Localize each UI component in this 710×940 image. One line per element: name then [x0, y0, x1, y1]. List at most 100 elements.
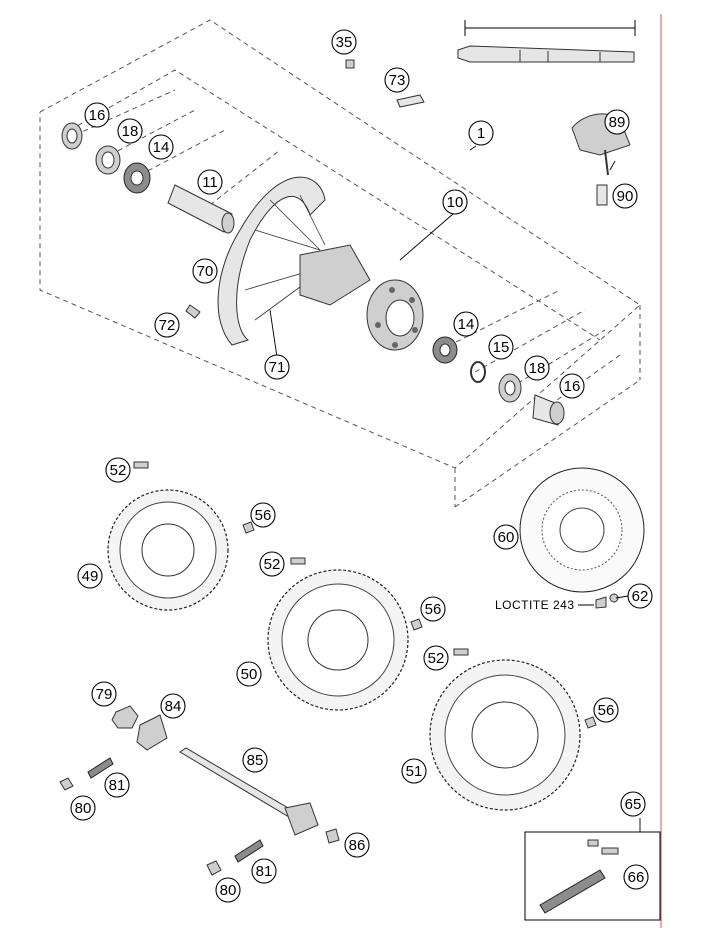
callout-15-label: 15 — [493, 339, 510, 356]
callout-15-circle — [488, 334, 514, 360]
callout-52-a-label: 52 — [110, 462, 127, 479]
callout-56-c-circle — [593, 697, 619, 723]
callout-16-top-circle — [84, 102, 110, 128]
callout-79-circle — [91, 681, 117, 707]
callout-51-circle — [401, 758, 427, 784]
callout-52-a: 52 — [105, 457, 131, 483]
callout-35: 35 — [331, 29, 357, 55]
callout-51-label: 51 — [406, 763, 423, 780]
callout-50: 50 — [236, 661, 262, 687]
callout-16-bottom: 16 — [559, 373, 585, 399]
callout-60-label: 60 — [498, 529, 515, 546]
callout-66: 66 — [623, 864, 649, 890]
callout-66-circle — [623, 864, 649, 890]
callout-60: 60 — [493, 524, 519, 550]
callout-18-bottom: 18 — [524, 355, 550, 381]
nut-56-b — [410, 618, 423, 631]
callout-80-a-label: 80 — [75, 800, 92, 817]
callout-65-label: 65 — [625, 796, 642, 813]
callout-52-b-circle — [259, 551, 285, 577]
callout-18-top-label: 18 — [122, 123, 139, 140]
callout-80-b: 80 — [215, 877, 241, 903]
callout-52-c-label: 52 — [428, 650, 445, 667]
callout-50-circle — [236, 661, 262, 687]
callout-81-a-circle — [104, 772, 130, 798]
callout-16-bottom-circle — [559, 373, 585, 399]
callout-79: 79 — [91, 681, 117, 707]
spring-81-b — [234, 839, 264, 863]
callout-52-c-circle — [423, 645, 449, 671]
callout-11: 11 — [197, 169, 223, 195]
callout-52-b: 52 — [259, 551, 285, 577]
callout-62-label: 62 — [632, 588, 649, 605]
callout-65: 65 — [620, 791, 646, 817]
nut-80-a — [59, 777, 74, 791]
callout-86: 86 — [344, 832, 370, 858]
sprocket-51 — [429, 659, 581, 811]
callout-11-circle — [197, 169, 223, 195]
callout-70-circle — [192, 258, 218, 284]
callout-1: 1 — [468, 120, 494, 146]
nut-80-b — [206, 860, 222, 876]
callout-73: 73 — [384, 67, 410, 93]
bolt-52-b — [290, 557, 306, 565]
wheel-rim-hub — [217, 176, 424, 351]
callout-56-a-circle — [250, 502, 276, 528]
callout-84: 84 — [160, 693, 186, 719]
callout-62: 62 — [627, 583, 653, 609]
callout-56-b-circle — [420, 596, 446, 622]
callout-90: 90 — [612, 183, 638, 209]
callout-65-circle — [620, 791, 646, 817]
bolt-52-a — [133, 461, 149, 469]
callout-81-b: 81 — [251, 858, 277, 884]
nut-56-a — [242, 521, 255, 534]
callout-81-a: 81 — [104, 772, 130, 798]
adjuster-84 — [136, 714, 168, 751]
leader-dashes — [74, 89, 621, 406]
callout-16-top: 16 — [84, 102, 110, 128]
sleeve-part — [596, 184, 608, 206]
callout-89-circle — [604, 109, 630, 135]
callout-56-b: 56 — [420, 596, 446, 622]
spring-81-a — [87, 757, 114, 779]
screw-62 — [595, 596, 607, 609]
left-bearing-stack — [61, 122, 235, 234]
callout-71-circle — [264, 354, 290, 380]
callout-81-b-circle — [251, 858, 277, 884]
nut-79 — [111, 705, 139, 729]
callout-80-b-label: 80 — [220, 882, 237, 899]
callout-60-circle — [493, 524, 519, 550]
callout-80-b-circle — [215, 877, 241, 903]
callout-15: 15 — [488, 334, 514, 360]
callout-89-label: 89 — [609, 114, 626, 131]
callout-1-label: 1 — [477, 125, 485, 142]
callout-86-label: 86 — [349, 837, 366, 854]
callout-14-bottom-label: 14 — [458, 316, 475, 333]
callout-85-circle — [242, 747, 268, 773]
callout-86-circle — [344, 832, 370, 858]
callout-70-label: 70 — [197, 263, 214, 280]
callout-1-circle — [468, 120, 494, 146]
callout-84-label: 84 — [165, 698, 182, 715]
callout-14-bottom-circle — [453, 311, 479, 337]
cap-86 — [325, 828, 340, 844]
callout-85-label: 85 — [247, 752, 264, 769]
callout-56-b-label: 56 — [425, 601, 442, 618]
callout-35-label: 35 — [336, 34, 353, 51]
callout-80-a-circle — [70, 795, 96, 821]
callout-10-circle — [442, 189, 468, 215]
chain-box — [524, 831, 661, 921]
callout-51: 51 — [401, 758, 427, 784]
callout-49-label: 49 — [82, 568, 99, 585]
callout-10: 10 — [442, 189, 468, 215]
callout-50-label: 50 — [241, 666, 258, 683]
callout-90-label: 90 — [617, 188, 634, 205]
callout-79-label: 79 — [96, 686, 113, 703]
callout-52-c: 52 — [423, 645, 449, 671]
bolt-52-c — [453, 648, 469, 656]
callout-14-top-label: 14 — [153, 139, 170, 156]
sprocket-49 — [107, 489, 229, 611]
callout-56-a: 56 — [250, 502, 276, 528]
